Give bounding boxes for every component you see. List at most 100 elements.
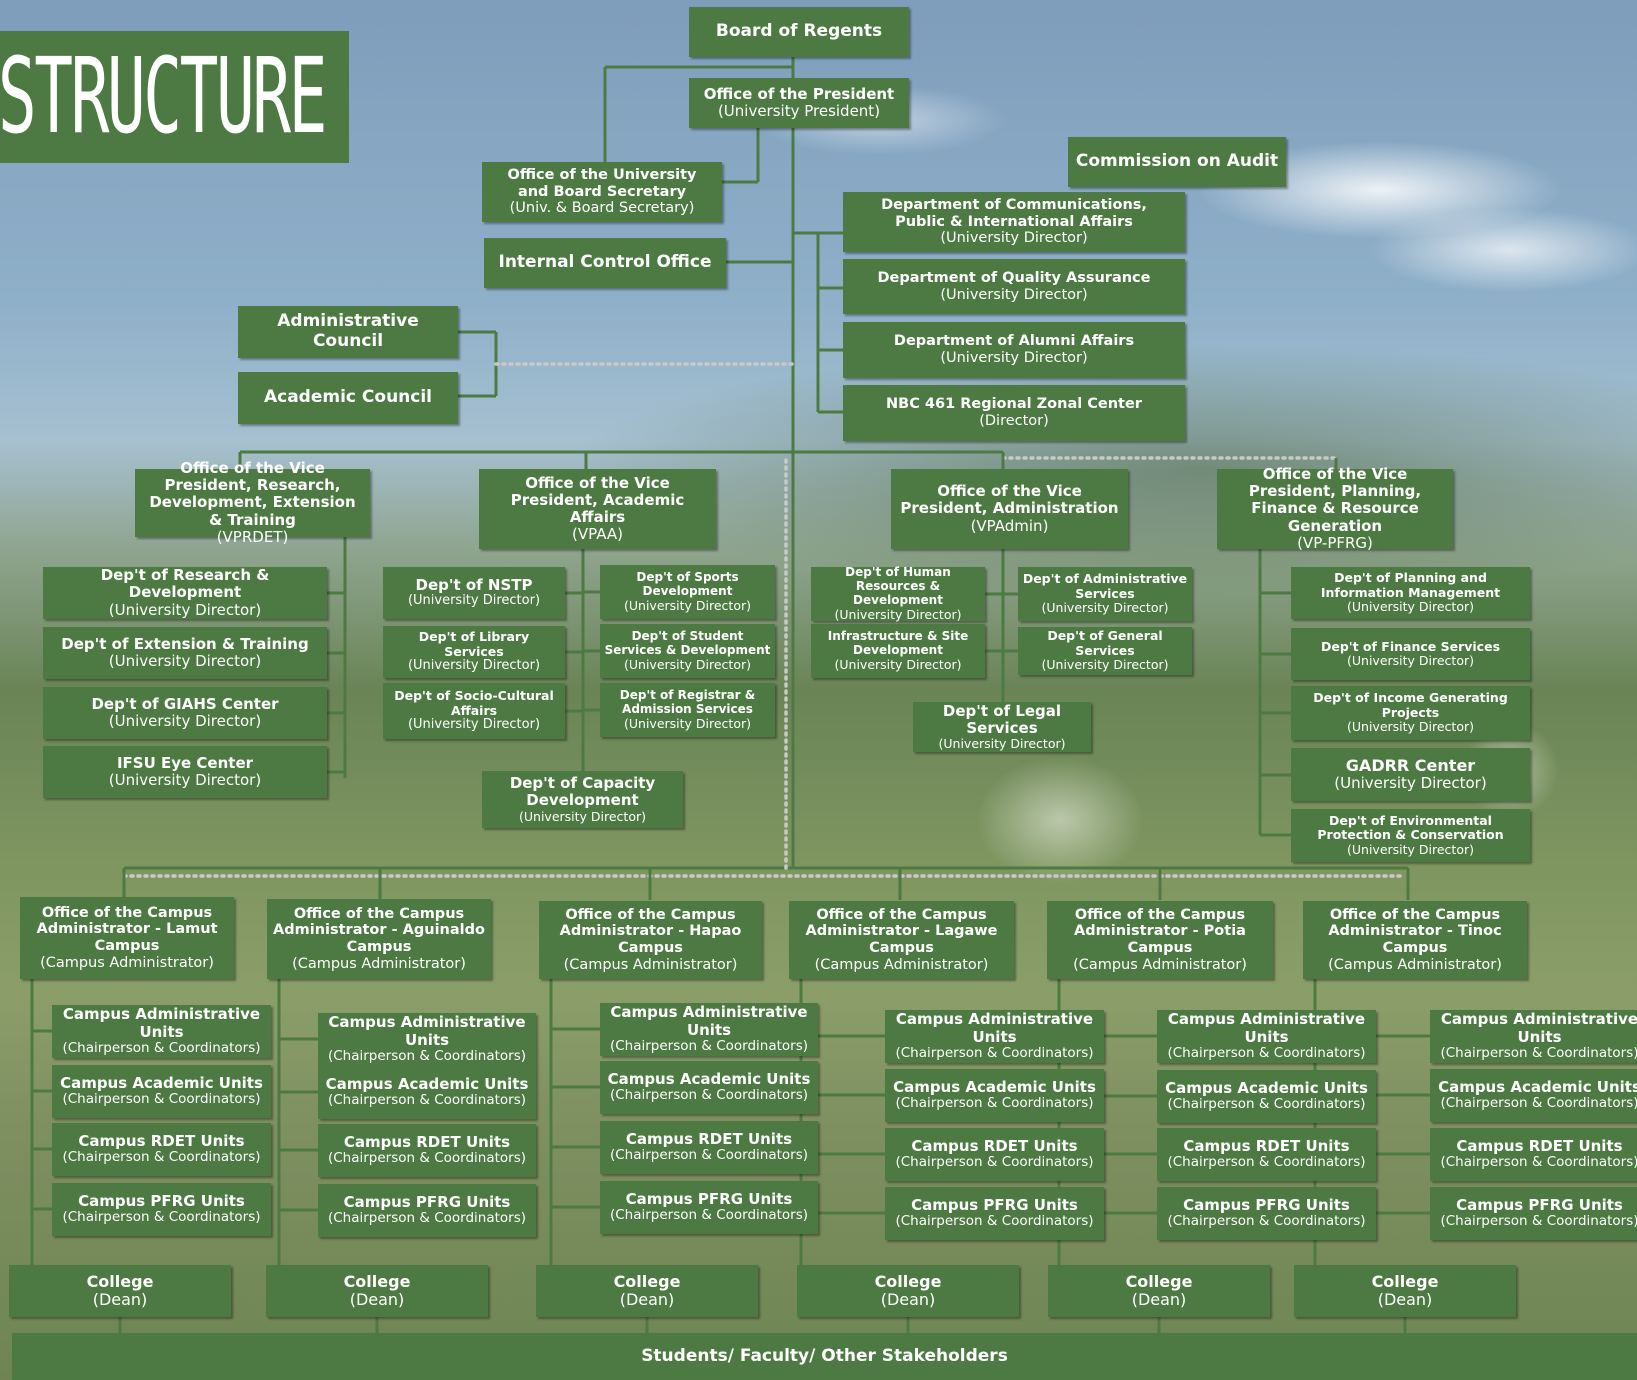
campus-6-unit-2-sub: (Chairperson & Coordinators) xyxy=(1440,1095,1637,1112)
vpaa-left-unit-1-label: Dep't of NSTP xyxy=(415,575,533,594)
campus-2-unit-1-label: Campus Administrative Units xyxy=(328,1013,526,1049)
vprdet-unit-2-sub: (University Director) xyxy=(108,652,262,670)
stakeholders-bar: Students/ Faculty/ Other Stakeholders xyxy=(12,1333,1637,1380)
office-of-president-sub: (University President) xyxy=(717,102,881,120)
vpaa-left-unit-3-label: Dep't of Socio-Cultural Affairs xyxy=(394,688,554,718)
president-unit-2: Department of Quality Assurance(Universi… xyxy=(843,259,1185,314)
campus-office-1-label: Office of the Campus Administrator - Lam… xyxy=(36,904,218,954)
campus-4-unit-1-label: Campus Administrative Units xyxy=(895,1010,1094,1046)
campus-2-unit-1: Campus Administrative Units(Chairperson … xyxy=(318,1013,536,1066)
vpadmin-right-unit-1-label: Dep't of Administrative Services xyxy=(1022,571,1188,601)
college-2-sub: (Dean) xyxy=(349,1290,405,1309)
campus-1-unit-1-sub: (Chairperson & Coordinators) xyxy=(62,1039,261,1056)
vpadmin-legal-services-label: Dep't of Legal Services xyxy=(942,701,1062,737)
campus-5-unit-4: Campus PFRG Units(Chairperson & Coordina… xyxy=(1157,1187,1376,1240)
vppfrg-unit-1-sub: (University Director) xyxy=(1347,599,1474,615)
campus-1-unit-4: Campus PFRG Units(Chairperson & Coordina… xyxy=(52,1183,271,1236)
campus-5-unit-3: Campus RDET Units(Chairperson & Coordina… xyxy=(1157,1128,1376,1181)
college-4-label: College xyxy=(874,1271,942,1291)
campus-6-unit-4-sub: (Chairperson & Coordinators) xyxy=(1440,1213,1637,1230)
vprdet-unit-3-label: Dep't of GIAHS Center xyxy=(91,694,279,713)
vprdet-unit-4-label: IFSU Eye Center xyxy=(116,753,254,772)
campus-3-unit-1-label: Campus Administrative Units xyxy=(610,1003,808,1039)
campus-1-unit-3: Campus RDET Units(Chairperson & Coordina… xyxy=(52,1123,271,1176)
campus-1-unit-1: Campus Administrative Units(Chairperson … xyxy=(52,1005,271,1058)
campus-office-2-label: Office of the Campus Administrator - Agu… xyxy=(273,905,485,955)
president-unit-4-sub: (Director) xyxy=(979,413,1049,429)
vppfrg-unit-4-label: GADRR Center xyxy=(1345,755,1476,775)
campus-2-unit-3-sub: (Chairperson & Coordinators) xyxy=(327,1150,527,1167)
vpaa-right-unit-2-label: Dep't of Student Services & Development xyxy=(604,629,771,657)
vpaa-left-unit-3: Dep't of Socio-Cultural Affairs(Universi… xyxy=(383,683,565,739)
vpadmin-legal-services-sub: (University Director) xyxy=(938,736,1066,752)
campus-6-unit-4: Campus PFRG Units(Chairperson & Coordina… xyxy=(1430,1187,1637,1240)
vpadmin-legal-services: Dep't of Legal Services(University Direc… xyxy=(913,702,1091,752)
campus-3-unit-4: Campus PFRG Units(Chairperson & Coordina… xyxy=(600,1181,818,1234)
vpadmin-right-unit-2: Dep't of General Services(University Dir… xyxy=(1018,627,1192,675)
president-unit-2-label: Department of Quality Assurance xyxy=(877,269,1151,286)
campus-4-unit-1-sub: (Chairperson & Coordinators) xyxy=(895,1044,1094,1061)
vppfrg-unit-2-label: Dep't of Finance Services xyxy=(1320,638,1501,654)
vpadmin-left-unit-2-sub: (University Director) xyxy=(834,656,962,672)
campus-1-unit-3-sub: (Chairperson & Coordinators) xyxy=(62,1149,261,1166)
president-unit-1-label: Department of Communications, Public & I… xyxy=(881,196,1147,230)
president-unit-4: NBC 461 Regional Zonal Center(Director) xyxy=(843,385,1185,441)
campus-5-unit-3-sub: (Chairperson & Coordinators) xyxy=(1167,1154,1366,1171)
campus-2-unit-4-sub: (Chairperson & Coordinators) xyxy=(327,1210,527,1227)
campus-1-unit-2-label: Campus Academic Units xyxy=(60,1074,263,1093)
campus-2-unit-2-label: Campus Academic Units xyxy=(325,1075,529,1094)
vpaa-right-unit-2-sub: (University Director) xyxy=(624,656,751,672)
campus-4-unit-2-sub: (Chairperson & Coordinators) xyxy=(895,1095,1094,1112)
vp-office-2-sub: (VPAA) xyxy=(572,525,623,544)
vppfrg-unit-3-label: Dep't of Income Generating Projects xyxy=(1313,690,1508,720)
vprdet-unit-3-sub: (University Director) xyxy=(108,712,262,730)
vppfrg-unit-5-sub: (University Director) xyxy=(1347,841,1474,857)
campus-4-unit-4: Campus PFRG Units(Chairperson & Coordina… xyxy=(885,1187,1104,1240)
vpadmin-right-unit-2-label: Dep't of General Services xyxy=(1047,628,1163,658)
vp-office-4-label: Office of the Vice President, Planning, … xyxy=(1248,464,1422,535)
vp-office-1-label: Office of the Vice President, Research, … xyxy=(149,458,356,529)
vp-office-1-sub: (VPRDET) xyxy=(216,527,289,546)
campus-2-unit-2-sub: (Chairperson & Coordinators) xyxy=(327,1092,527,1109)
vpaa-left-unit-2-label: Dep't of Library Services xyxy=(418,629,530,659)
college-4-sub: (Dean) xyxy=(880,1290,936,1309)
vppfrg-unit-1-label: Dep't of Planning and Information Manage… xyxy=(1320,570,1501,600)
vprdet-unit-1-sub: (University Director) xyxy=(108,600,262,619)
vppfrg-unit-3: Dep't of Income Generating Projects(Univ… xyxy=(1291,686,1530,740)
campus-3-unit-3: Campus RDET Units(Chairperson & Coordina… xyxy=(600,1121,818,1174)
vpaa-right-unit-1-label: Dep't of Sports Development xyxy=(636,570,739,598)
campus-5-unit-4-sub: (Chairperson & Coordinators) xyxy=(1167,1213,1366,1230)
vpaa-left-unit-3-sub: (University Director) xyxy=(407,716,541,732)
campus-office-4: Office of the Campus Administrator - Lag… xyxy=(789,901,1014,979)
vpaa-right-unit-1: Dep't of Sports Development(University D… xyxy=(600,565,775,619)
vprdet-unit-2: Dep't of Extension & Training(University… xyxy=(43,627,327,679)
campus-5-unit-2-sub: (Chairperson & Coordinators) xyxy=(1167,1096,1366,1113)
vp-office-3-label: Office of the Vice President, Administra… xyxy=(900,482,1119,518)
college-6: College(Dean) xyxy=(1294,1265,1516,1317)
vp-office-4-sub: (VP-PFRG) xyxy=(1297,533,1373,552)
vpadmin-right-unit-1-sub: (University Director) xyxy=(1041,600,1169,616)
vpaa-left-unit-1-sub: (University Director) xyxy=(407,593,541,609)
campus-office-1-sub: (Campus Administrator) xyxy=(40,954,214,971)
vprdet-unit-4-sub: (University Director) xyxy=(108,771,262,789)
campus-6-unit-1-label: Campus Administrative Units xyxy=(1440,1010,1637,1046)
vpaa-capacity-development: Dep't of Capacity Development(University… xyxy=(482,771,683,828)
campus-3-unit-1: Campus Administrative Units(Chairperson … xyxy=(600,1003,818,1056)
vppfrg-unit-5: Dep't of Environmental Protection & Cons… xyxy=(1291,809,1530,862)
campus-3-unit-1-sub: (Chairperson & Coordinators) xyxy=(609,1037,809,1054)
president-unit-3-label: Department of Alumni Affairs xyxy=(893,333,1135,350)
campus-5-unit-2-label: Campus Academic Units xyxy=(1165,1079,1368,1098)
commission-on-audit: Commission on Audit xyxy=(1068,137,1286,187)
university-board-secretary-label: Office of the University and Board Secre… xyxy=(507,166,697,200)
office-of-president: Office of the President(University Presi… xyxy=(689,78,909,128)
college-5-sub: (Dean) xyxy=(1131,1290,1187,1309)
college-4: College(Dean) xyxy=(797,1265,1019,1317)
campus-6-unit-2-label: Campus Academic Units xyxy=(1438,1078,1637,1097)
campus-2-unit-1-sub: (Chairperson & Coordinators) xyxy=(327,1047,527,1064)
campus-6-unit-1-sub: (Chairperson & Coordinators) xyxy=(1440,1044,1637,1061)
campus-1-unit-2-sub: (Chairperson & Coordinators) xyxy=(62,1091,261,1108)
vp-office-1: Office of the Vice President, Research, … xyxy=(135,459,370,546)
vp-office-3: Office of the Vice President, Administra… xyxy=(891,469,1128,549)
campus-6-unit-4-label: Campus PFRG Units xyxy=(1456,1196,1623,1215)
